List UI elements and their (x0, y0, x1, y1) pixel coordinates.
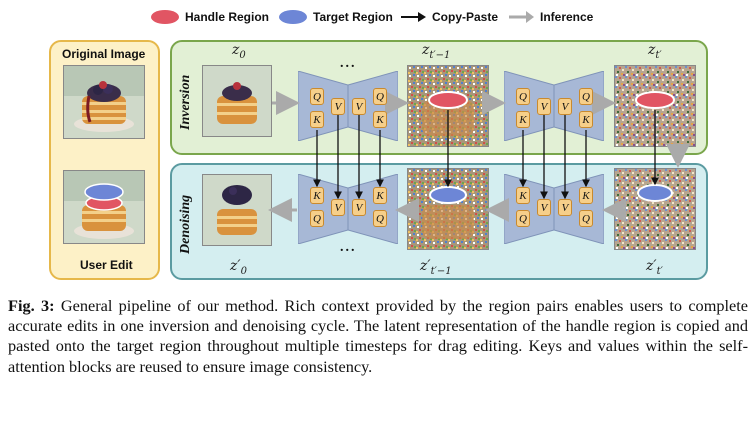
ellipsis-top: ... (340, 56, 357, 71)
target-swatch-icon (279, 10, 307, 24)
query-block: Q (310, 210, 324, 227)
zt-minus-1-label: zt′−1 (422, 42, 451, 61)
figure-caption: Fig. 3: General pipeline of our method. … (8, 296, 748, 377)
query-block: Q (373, 88, 387, 105)
value-block: V (331, 199, 345, 216)
legend-handle: Handle Region (151, 10, 269, 24)
value-block: V (537, 98, 551, 115)
legend-copy: Copy-Paste (400, 10, 498, 24)
key-block: K (373, 111, 387, 128)
user-edit-image (63, 170, 145, 244)
value-block: V (352, 199, 366, 216)
query-block: Q (373, 210, 387, 227)
key-block: K (310, 111, 324, 128)
legend-target-label: Target Region (313, 10, 393, 24)
query-block: Q (579, 210, 593, 227)
key-block: K (373, 187, 387, 204)
value-block: V (352, 98, 366, 115)
user-edit-title: User Edit (80, 258, 133, 272)
zt-label: zt′ (648, 42, 662, 61)
query-block: Q (516, 88, 530, 105)
legend-inference-label: Inference (540, 10, 594, 24)
caption-label: Fig. 3: (8, 296, 55, 315)
legend-handle-label: Handle Region (185, 10, 270, 24)
z0-image (202, 65, 272, 137)
key-block: K (579, 187, 593, 204)
gray-arrow-icon (509, 11, 534, 23)
flow-arrows (268, 91, 690, 222)
key-block: K (579, 111, 593, 128)
key-block: K (516, 111, 530, 128)
value-block: V (558, 98, 572, 115)
z0-label: z0 (232, 42, 246, 61)
zt-minus-1-prime-image (407, 168, 489, 250)
black-arrow-icon (401, 12, 426, 22)
z0-prime-image (202, 174, 272, 246)
handle-swatch-icon (151, 10, 179, 24)
key-block: K (516, 187, 530, 204)
query-block: Q (310, 88, 324, 105)
legend-target: Target Region (279, 10, 393, 24)
pipeline-figure: Handle Region Target Region Copy-Paste I… (0, 6, 756, 280)
query-block: Q (516, 210, 530, 227)
zt-minus-1-prime-label: z′t′−1 (420, 258, 452, 277)
value-block: V (558, 199, 572, 216)
caption-text: General pipeline of our method. Rich con… (8, 296, 749, 376)
value-block: V (537, 199, 551, 216)
original-image (63, 65, 145, 139)
zt-prime-label: z′t′ (646, 258, 663, 277)
value-block: V (331, 98, 345, 115)
legend-inference: Inference (508, 10, 593, 24)
key-block: K (310, 187, 324, 204)
query-block: Q (579, 88, 593, 105)
legend-copy-label: Copy-Paste (432, 10, 499, 24)
legend: Handle Region Target Region Copy-Paste I… (0, 6, 756, 28)
z0-prime-label: z′0 (230, 258, 247, 277)
ellipsis-bottom: ... (340, 240, 357, 255)
original-image-title: Original Image (62, 47, 146, 61)
